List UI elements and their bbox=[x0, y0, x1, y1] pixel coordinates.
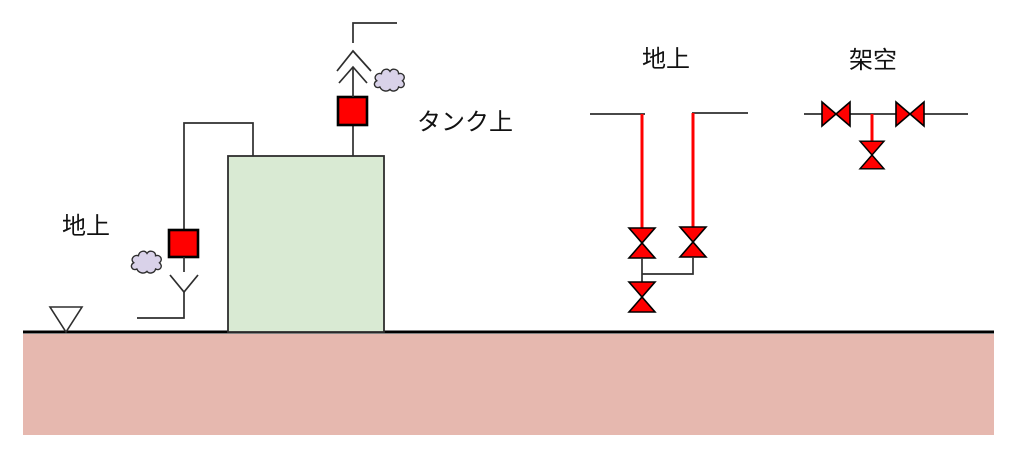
gas-cloud-icon bbox=[130, 250, 162, 274]
valve-icon bbox=[679, 226, 707, 258]
valve-icon bbox=[895, 101, 925, 127]
aboveground-piping-assembly: 地上 bbox=[590, 46, 748, 313]
vent-outlet-pipe bbox=[137, 292, 185, 319]
connector-pipe bbox=[641, 257, 694, 283]
valve-icon bbox=[859, 140, 885, 170]
tank bbox=[227, 155, 385, 333]
flow-arrow-icon bbox=[338, 65, 368, 84]
label-ground-middle: 地上 bbox=[642, 46, 690, 73]
overhead-piping-assembly: 架空 bbox=[804, 47, 968, 170]
valve-icon bbox=[628, 281, 656, 313]
label-overhead: 架空 bbox=[849, 47, 897, 74]
tank-top-vent-assembly: タンク上 bbox=[336, 22, 513, 156]
ground-fill bbox=[23, 334, 994, 435]
vent-funnel-icon bbox=[169, 274, 199, 294]
label-ground-left: 地上 bbox=[62, 213, 110, 240]
valve-icon bbox=[628, 227, 656, 259]
gas-detector-icon bbox=[336, 95, 369, 127]
pipe-from-tank bbox=[183, 122, 254, 230]
ground bbox=[23, 330, 994, 435]
valve-icon bbox=[821, 101, 851, 127]
gas-cloud-icon bbox=[373, 68, 405, 92]
label-tank-top: タンク上 bbox=[417, 109, 513, 136]
overhead-support-pipe bbox=[352, 22, 397, 43]
surface-marker-icon bbox=[48, 306, 84, 334]
ground-release-assembly: 地上 bbox=[62, 122, 254, 319]
gas-detector-icon bbox=[167, 228, 200, 259]
vent-cap-icon bbox=[336, 49, 372, 72]
